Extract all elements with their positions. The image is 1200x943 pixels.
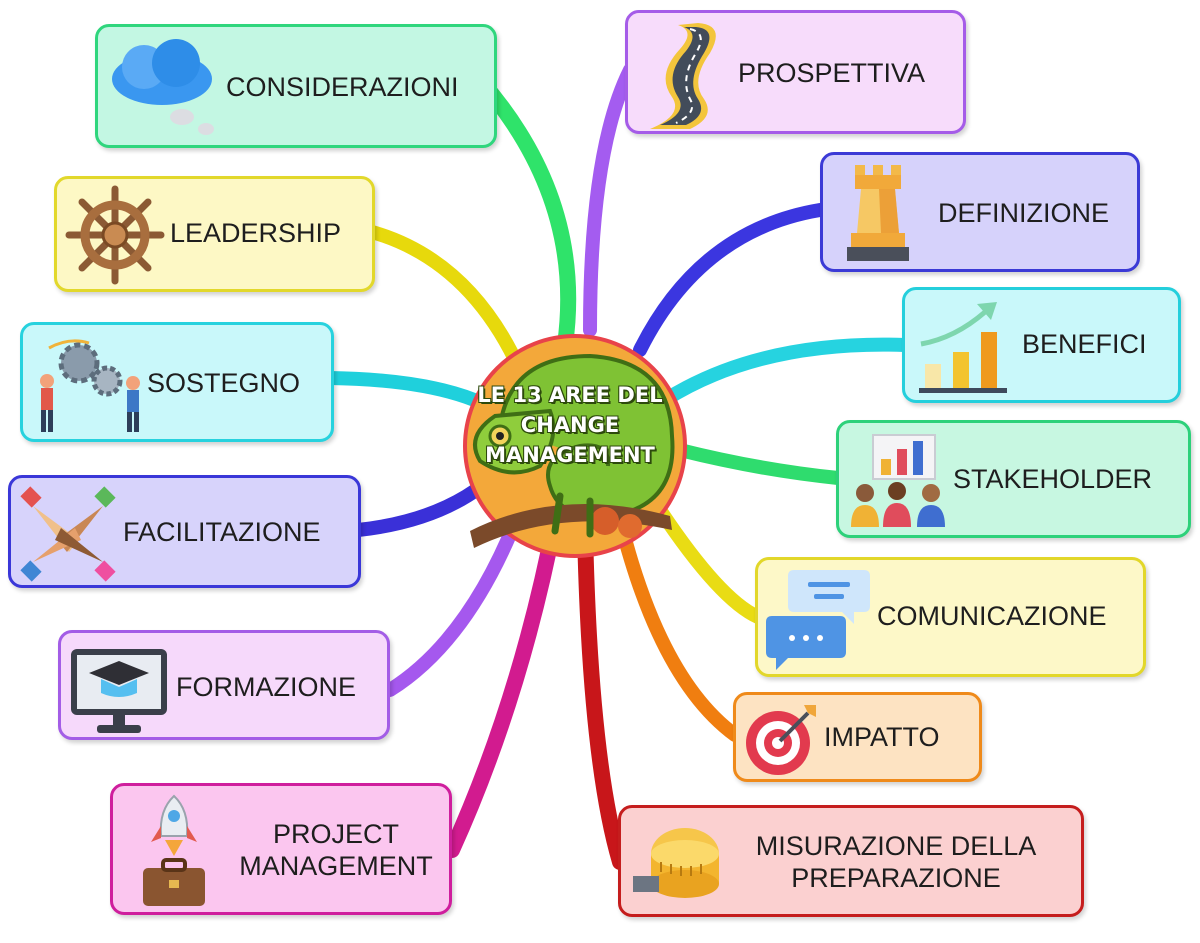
label-comunicazione: COMUNICAZIONE (877, 601, 1107, 631)
center-title: LE 13 AREE DEL CHANGE MANAGEMENT (477, 383, 663, 467)
branch-benefici (658, 337, 912, 407)
node-definizione[interactable]: DEFINIZIONE (820, 152, 1140, 272)
chess-rook-icon (847, 165, 909, 261)
label-line-2: PREPARAZIONE (791, 863, 1001, 893)
label-considerazioni: CONSIDERAZIONI (226, 72, 459, 102)
target-icon (746, 705, 816, 775)
label-misurazione: MISURAZIONE DELLA PREPARAZIONE (731, 830, 1061, 894)
branch-definizione (633, 203, 827, 357)
label-definizione: DEFINIZIONE (938, 198, 1110, 228)
label-facilitazione: FACILITAZIONE (123, 517, 321, 547)
node-formazione[interactable]: FORMAZIONE (58, 630, 390, 740)
node-prospettiva[interactable]: PROSPETTIVA (625, 10, 966, 134)
node-sostegno[interactable]: SOSTEGNO (20, 322, 334, 442)
tape-measure-icon (633, 828, 719, 898)
thought-cloud-icon (112, 39, 214, 135)
label-line-1: PROJECT (272, 819, 399, 849)
node-considerazioni[interactable]: CONSIDERAZIONI (95, 24, 497, 148)
node-benefici[interactable]: BENEFICI (902, 287, 1181, 403)
gears-teamwork-icon (40, 339, 140, 432)
node-leadership[interactable]: LEADERSHIP (54, 176, 375, 292)
node-impatto[interactable]: IMPATTO (733, 692, 982, 782)
node-project-management[interactable]: PROJECT MANAGEMENT (110, 783, 452, 915)
winding-road-icon (650, 23, 716, 129)
growth-chart-icon (919, 302, 1007, 393)
label-prospettiva: PROSPETTIVA (738, 58, 926, 88)
label-sostegno: SOSTEGNO (147, 368, 301, 398)
rocket-briefcase-icon (143, 794, 205, 906)
chameleon-icon (463, 334, 687, 558)
branch-considerazioni (472, 72, 577, 353)
label-project-management: PROJECT MANAGEMENT (231, 818, 441, 882)
label-stakeholder: STAKEHOLDER (953, 464, 1153, 494)
node-comunicazione[interactable]: COMUNICAZIONE (755, 557, 1146, 677)
label-benefici: BENEFICI (1022, 329, 1147, 359)
label-formazione: FORMAZIONE (176, 672, 356, 702)
ship-wheel-icon (65, 185, 165, 285)
branch-comunicazione (653, 503, 765, 624)
label-impatto: IMPATTO (824, 722, 940, 752)
graduation-monitor-icon (71, 649, 167, 733)
branch-leadership (365, 225, 527, 377)
branch-formazione (383, 503, 527, 697)
audience-icon (851, 434, 945, 527)
branch-misurazione (577, 522, 628, 870)
branch-prospettiva (583, 63, 637, 337)
node-misurazione[interactable]: MISURAZIONE DELLA PREPARAZIONE (618, 805, 1084, 917)
joined-hands-icon (20, 486, 116, 582)
branch-project-management (444, 512, 563, 858)
label-line-1: MISURAZIONE DELLA (755, 831, 1037, 861)
label-leadership: LEADERSHIP (170, 218, 342, 248)
node-stakeholder[interactable]: STAKEHOLDER (836, 420, 1191, 538)
branch-stakeholder (673, 443, 845, 485)
chat-bubbles-icon (766, 570, 870, 670)
central-emblem (440, 316, 710, 586)
branch-impatto (613, 513, 742, 742)
label-line-2: MANAGEMENT (239, 851, 433, 881)
node-facilitazione[interactable]: FACILITAZIONE (8, 475, 361, 588)
